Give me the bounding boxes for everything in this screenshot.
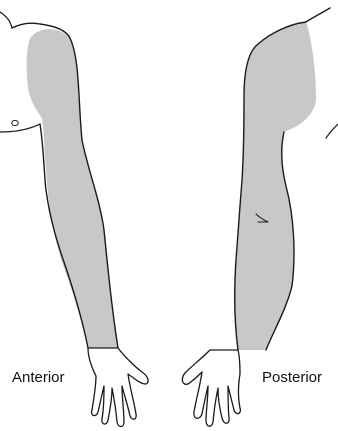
posterior-label: Posterior bbox=[262, 370, 322, 385]
posterior-shaded-region bbox=[235, 22, 316, 350]
posterior-arm bbox=[182, 8, 338, 426]
anterior-nipple bbox=[12, 120, 18, 125]
anterior-neck-line bbox=[0, 12, 12, 28]
anterior-chest-line bbox=[0, 124, 40, 132]
anterior-shaded-region bbox=[27, 29, 118, 348]
posterior-back-line bbox=[326, 124, 338, 138]
posterior-hand-outline bbox=[182, 350, 240, 426]
anterior-hand-outline bbox=[88, 348, 148, 427]
anterior-arm bbox=[0, 12, 148, 427]
anterior-label: Anterior bbox=[12, 370, 65, 385]
